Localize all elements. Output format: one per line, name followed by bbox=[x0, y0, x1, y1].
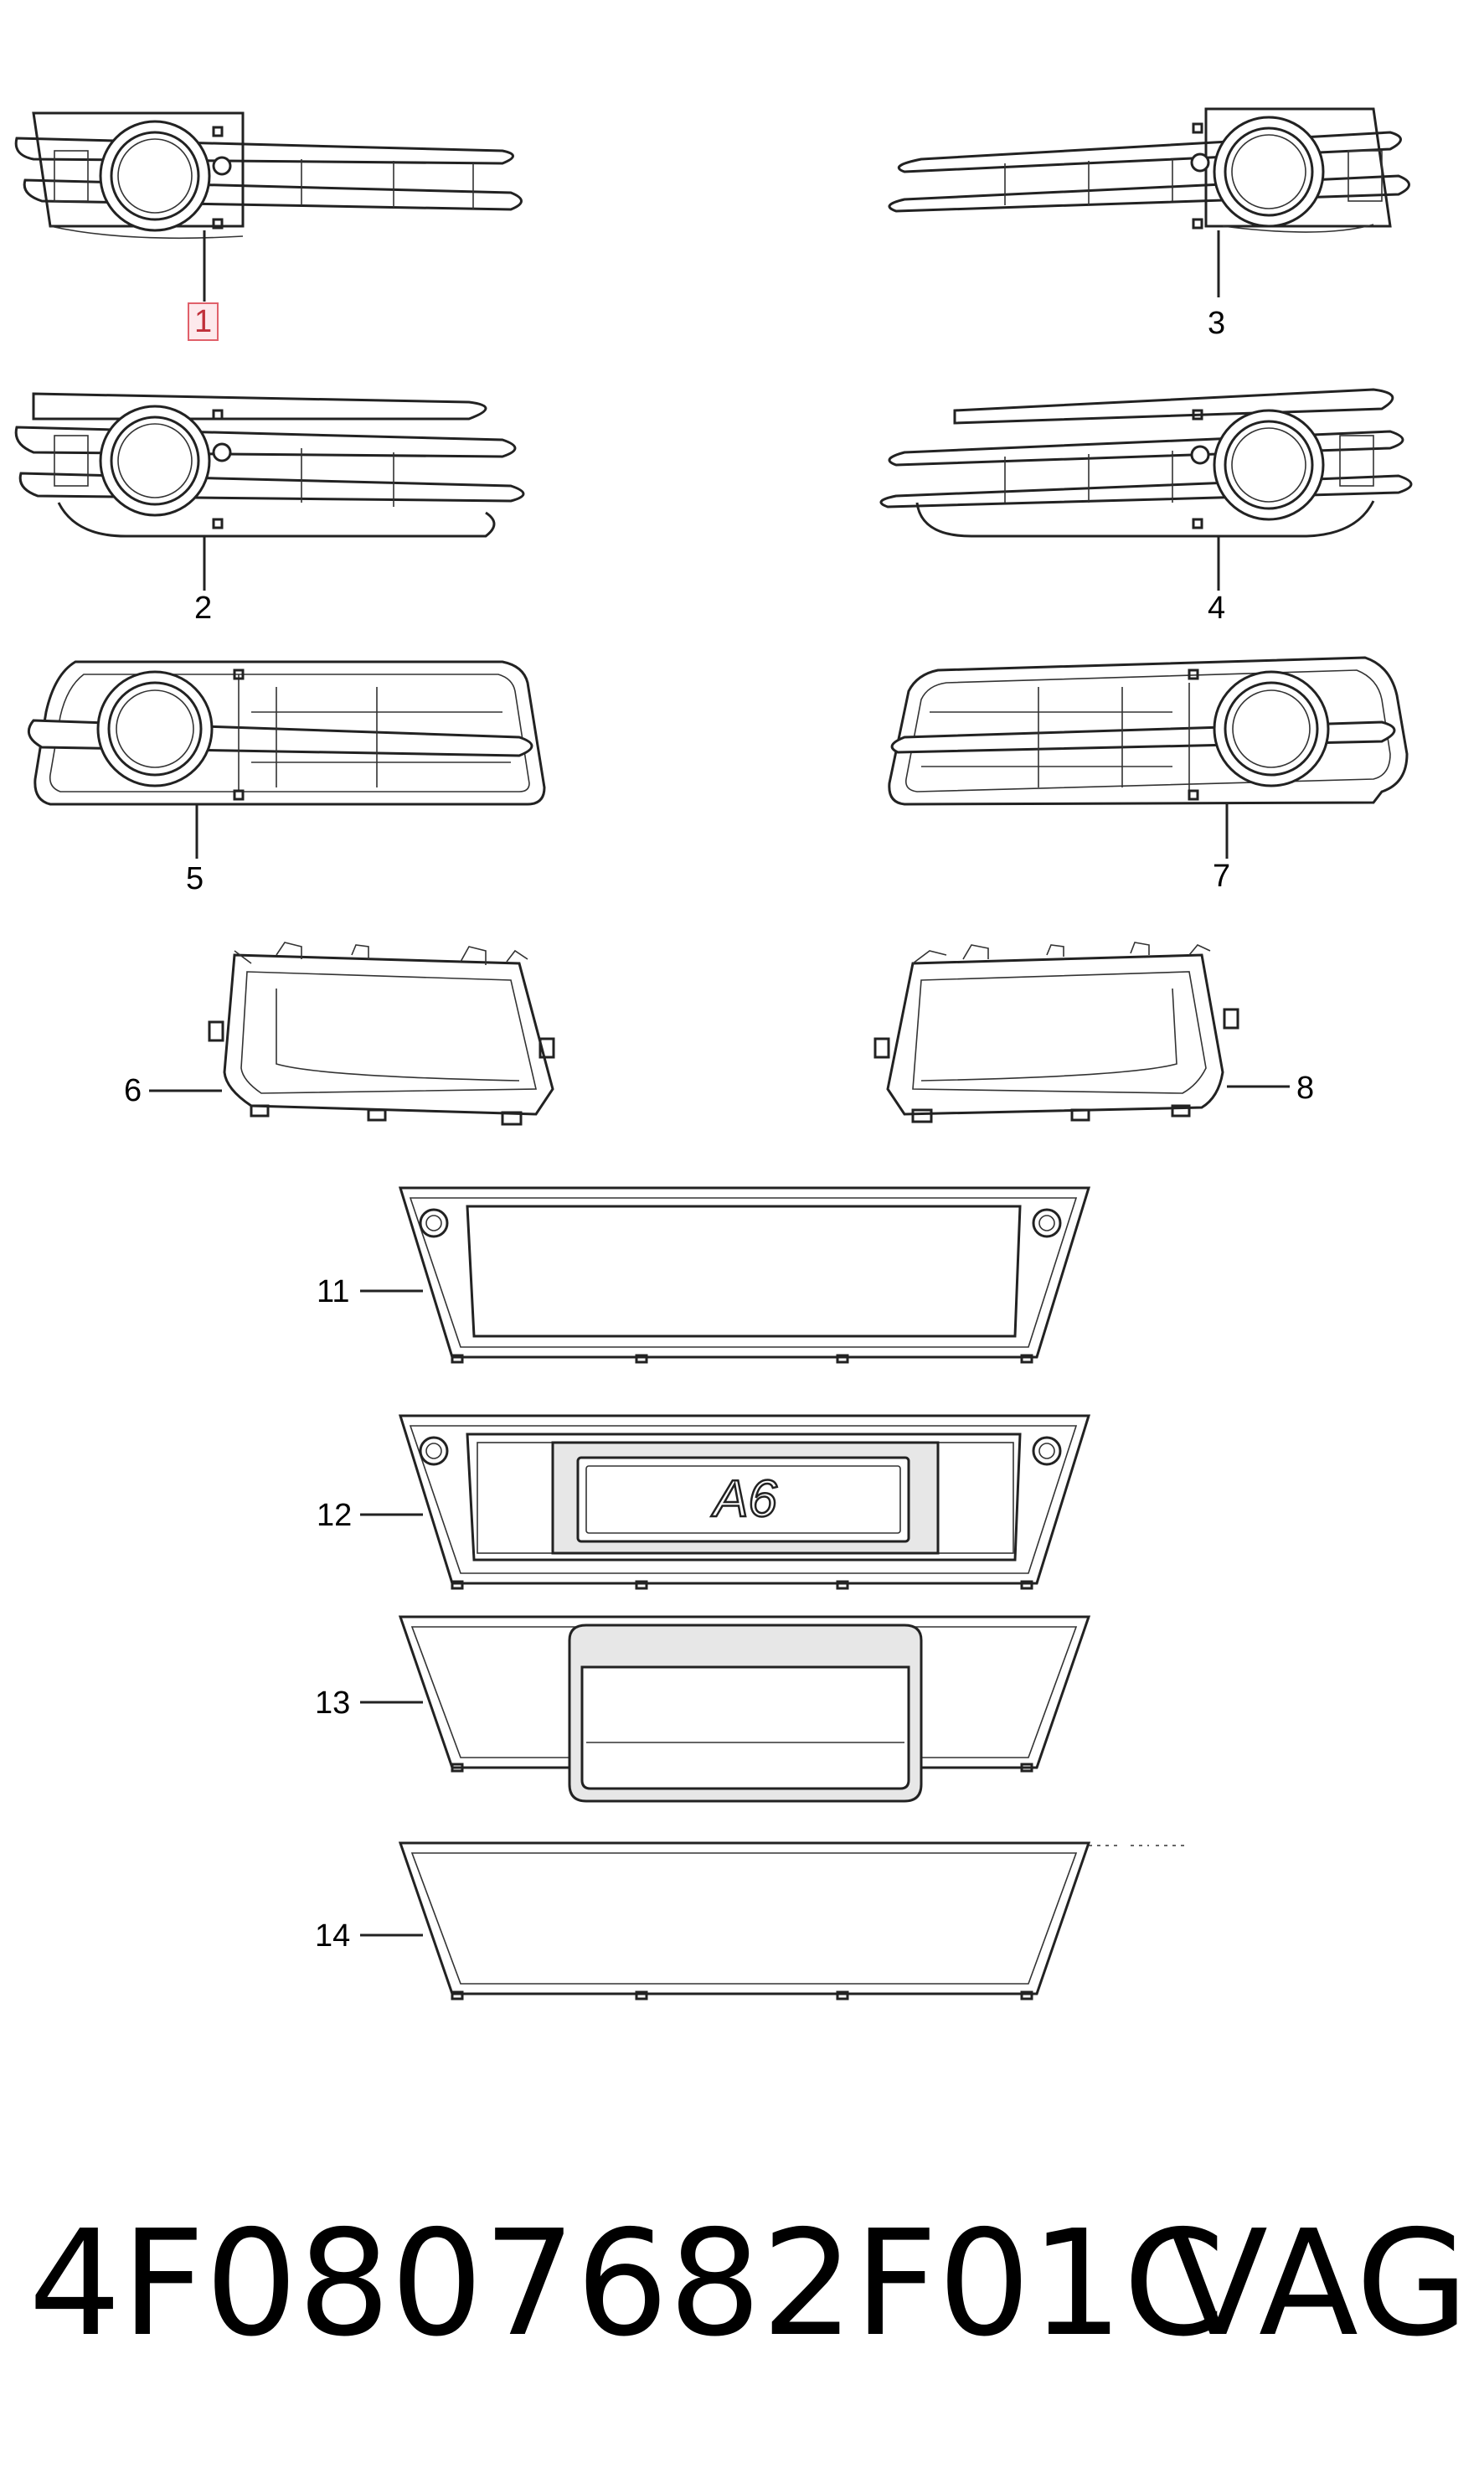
part-1-drawing bbox=[14, 111, 523, 302]
part-5-drawing bbox=[27, 660, 546, 859]
part-8-drawing bbox=[873, 942, 1290, 1123]
part-3-drawing bbox=[888, 107, 1410, 297]
callout-5[interactable]: 5 bbox=[186, 861, 204, 896]
part-2-drawing bbox=[14, 392, 525, 591]
part-14-drawing bbox=[360, 1841, 1189, 2000]
part-number: 4F0807682F01C bbox=[28, 2199, 1225, 2369]
callout-3[interactable]: 3 bbox=[1208, 306, 1226, 341]
callout-14[interactable]: 14 bbox=[315, 1918, 351, 1954]
callout-11[interactable]: 11 bbox=[317, 1274, 350, 1309]
part-11-drawing bbox=[360, 1186, 1091, 1364]
part-12-drawing: A6 bbox=[360, 1414, 1091, 1590]
callout-2[interactable]: 2 bbox=[194, 591, 213, 626]
callout-6[interactable]: 6 bbox=[124, 1073, 142, 1108]
brand-label: VAG bbox=[1168, 2199, 1469, 2369]
callout-4[interactable]: 4 bbox=[1208, 591, 1226, 626]
callout-7[interactable]: 7 bbox=[1213, 859, 1231, 894]
callout-1[interactable]: 1 bbox=[188, 302, 219, 341]
callout-12[interactable]: 12 bbox=[317, 1498, 353, 1533]
callout-8[interactable]: 8 bbox=[1296, 1071, 1315, 1106]
callout-13[interactable]: 13 bbox=[315, 1686, 351, 1721]
badge-text: A6 bbox=[710, 1470, 777, 1528]
part-7-drawing bbox=[888, 656, 1409, 859]
part-4-drawing bbox=[879, 388, 1413, 591]
part-13-drawing bbox=[360, 1615, 1091, 1803]
part-6-drawing bbox=[149, 942, 555, 1126]
